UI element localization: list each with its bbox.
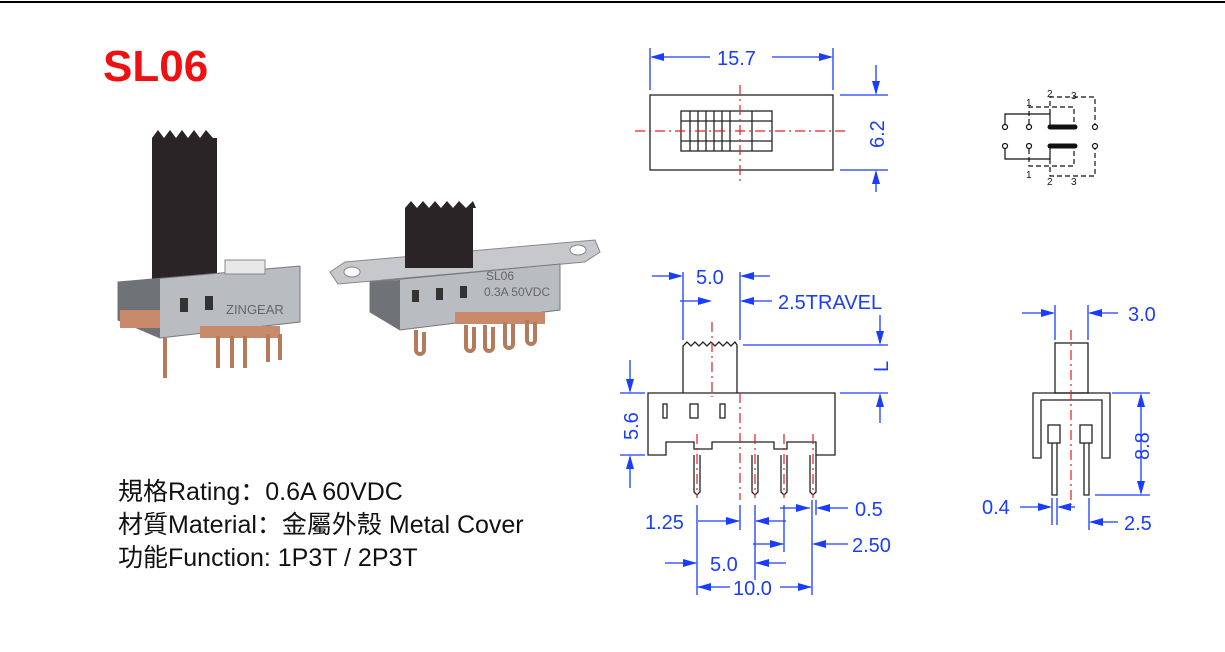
- dim-end-actuator-width: 3.0: [1128, 304, 1156, 326]
- photo-switch-ears: SL06 0.3A 50VDC: [329, 201, 601, 356]
- photo-marking-sl06: SL06: [486, 269, 514, 283]
- schematic-label-top-3: 3: [1071, 91, 1077, 102]
- dim-top-height: 6.2: [867, 120, 889, 148]
- dim-actuator-height: L: [871, 361, 893, 372]
- schematic-label-bottom-1: 1: [1026, 170, 1032, 181]
- circuit-schematic: [1001, 96, 1099, 177]
- photo-marking-rating: 0.3A 50VDC: [484, 285, 550, 299]
- dim-pitch-5: 5.0: [710, 554, 738, 576]
- dim-pin-pitch: 2.50: [852, 535, 891, 557]
- schematic-label-bottom-2: 2: [1047, 177, 1053, 188]
- dim-pin-offset: 1.25: [645, 512, 684, 534]
- schematic-label-top-2: 2: [1047, 89, 1053, 100]
- schematic-label-top-1: 1: [1026, 98, 1032, 109]
- spec-function: 功能Function: 1P3T / 2P3T: [118, 544, 418, 572]
- dim-travel: 2.5TRAVEL: [778, 292, 882, 314]
- dim-actuator-width: 5.0: [696, 267, 724, 289]
- dim-end-pin-spacing: 2.5: [1124, 513, 1152, 535]
- spec-rating: 規格Rating：0.6A 60VDC: [118, 478, 403, 506]
- schematic-label-bottom-3: 3: [1071, 177, 1077, 188]
- end-view-drawing: [1020, 305, 1150, 530]
- dim-pin-width: 0.5: [855, 499, 883, 521]
- dim-body-height: 5.6: [621, 412, 643, 440]
- dim-top-width: 15.7: [717, 48, 756, 70]
- dim-end-pin-width: 0.4: [982, 497, 1010, 519]
- product-title: SL06: [103, 42, 208, 91]
- photo-switch-tall: ZINGEAR: [117, 130, 301, 378]
- photo-marking-zingear: ZINGEAR: [226, 302, 284, 317]
- dim-end-height: 8.8: [1132, 432, 1154, 460]
- dim-total-width: 10.0: [733, 578, 772, 600]
- top-view-drawing: [635, 48, 888, 192]
- spec-material: 材質Material：金屬外殼 Metal Cover: [118, 511, 524, 539]
- side-view-drawing: [620, 272, 888, 595]
